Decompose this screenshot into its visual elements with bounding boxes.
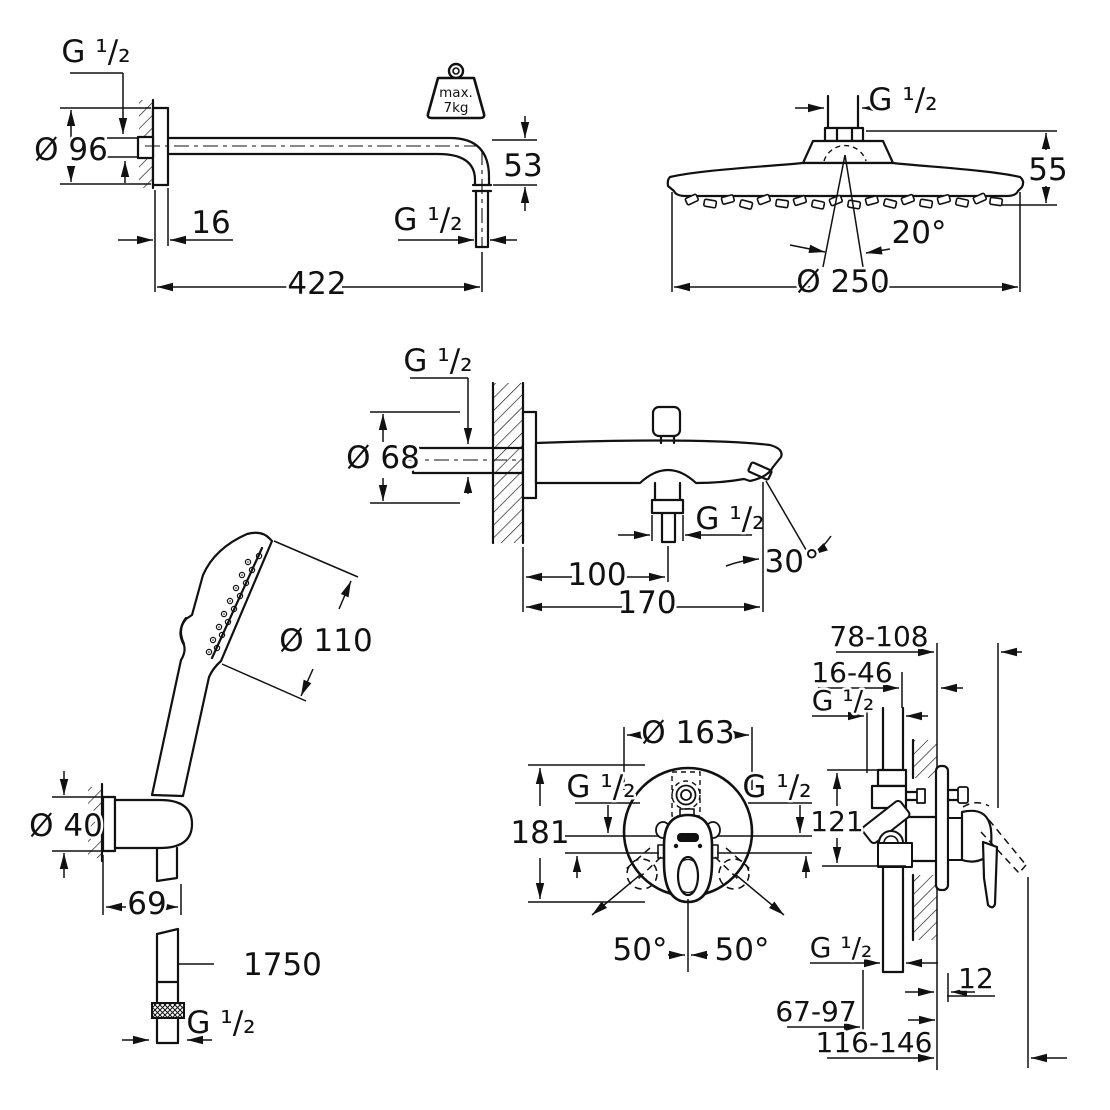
dim-inset-range: 16-46 bbox=[811, 656, 892, 689]
hose bbox=[155, 927, 180, 1005]
max-load-icon: max. 7kg bbox=[426, 62, 486, 120]
dim-spout-offset: 100 bbox=[567, 557, 626, 593]
dim-hose-length: 1750 bbox=[243, 947, 322, 983]
view-mixer-front: 50° 50° Ø 163 181 G ¹/₂ G ¹/₂ bbox=[508, 713, 814, 972]
wall-hatch bbox=[88, 787, 102, 858]
dim-head-dia: Ø 250 bbox=[796, 264, 889, 300]
dim-bottom-thread: G ¹/₂ bbox=[810, 931, 872, 964]
dim-holder-depth: 69 bbox=[127, 886, 166, 922]
shower-holder bbox=[113, 798, 194, 850]
dim-head-thread: G ¹/₂ bbox=[868, 82, 937, 118]
max-load-line2: 7kg bbox=[444, 100, 469, 116]
dim-spout-angle: 30° bbox=[765, 544, 820, 580]
view-bath-spout: G ¹/₂ Ø 68 G ¹/₂ 100 170 30° bbox=[344, 341, 832, 624]
arm-flange bbox=[151, 106, 170, 187]
dim-spout-outlet-thread: G ¹/₂ bbox=[695, 501, 764, 537]
spout-outlet-thread bbox=[660, 511, 677, 544]
holder-flange bbox=[101, 795, 117, 853]
lever-blade bbox=[981, 840, 999, 909]
dim-lower-range: 67-97 bbox=[775, 995, 856, 1028]
dim-drop: 53 bbox=[503, 148, 542, 184]
dim-arm-length: 422 bbox=[287, 266, 346, 302]
dim-wall-thread: G ¹/₂ bbox=[61, 34, 130, 70]
dim-depth-range: 78-108 bbox=[829, 620, 928, 653]
arm-thread-nipple bbox=[136, 135, 155, 160]
dim-body-height: 121 bbox=[810, 805, 863, 838]
dim-hand-shower-dia: Ø 110 bbox=[279, 623, 372, 659]
lever-hole bbox=[676, 855, 700, 897]
top-pipe bbox=[881, 706, 905, 772]
dim-outlet-thread: G ¹/₂ bbox=[393, 202, 462, 238]
bottom-pipe bbox=[881, 865, 905, 974]
check-valve bbox=[861, 799, 911, 845]
view-hand-shower: Ø 110 Ø 40 69 1750 G ¹/₂ bbox=[27, 531, 375, 1045]
dim-top-thread: G ¹/₂ bbox=[812, 684, 874, 717]
dim-plate-depth: 12 bbox=[958, 962, 994, 995]
trim-plate-side bbox=[934, 764, 950, 892]
dim-holder-dia: Ø 40 bbox=[29, 808, 103, 844]
dim-right-thread: G ¹/₂ bbox=[742, 769, 811, 805]
dim-head-height: 55 bbox=[1028, 152, 1067, 188]
view-mixer-side: 78-108 16-46 G ¹/₂ 121 G ¹/₂ 12 67-97 11… bbox=[773, 618, 1067, 1070]
dim-left-thread: G ¹/₂ bbox=[566, 769, 635, 805]
ball-joint-dashed bbox=[823, 144, 867, 162]
dim-spray-angle: 20° bbox=[892, 215, 947, 251]
head-shower-body bbox=[666, 161, 1025, 198]
spout-flange bbox=[521, 410, 538, 500]
dim-spout-dia: Ø 68 bbox=[346, 440, 420, 476]
dim-hose-thread: G ¹/₂ bbox=[186, 1005, 255, 1041]
wall-hatch bbox=[493, 383, 523, 543]
face-plate-line bbox=[210, 546, 264, 660]
aerator bbox=[747, 461, 773, 481]
dim-total-range: 116-146 bbox=[816, 1026, 933, 1059]
dim-spout-length: 170 bbox=[617, 585, 676, 621]
control-button bbox=[179, 616, 188, 646]
lever-slot bbox=[677, 833, 699, 842]
mixer-lever bbox=[662, 813, 714, 904]
diverter-knob bbox=[651, 405, 682, 438]
spout-body bbox=[534, 439, 783, 485]
holder-outlet bbox=[155, 846, 179, 883]
dim-mixer-height: 181 bbox=[510, 815, 569, 851]
dim-angle-left: 50° bbox=[613, 932, 668, 968]
lever-dashed-position bbox=[962, 802, 1027, 874]
dim-spout-wall-thread: G ¹/₂ bbox=[403, 343, 472, 379]
view-head-shower: G ¹/₂ 55 20° Ø 250 bbox=[666, 80, 1070, 303]
dim-angle-right: 50° bbox=[715, 932, 770, 968]
hose-nut bbox=[151, 1002, 185, 1019]
dim-plate-dia: Ø 163 bbox=[641, 715, 734, 751]
view-shower-arm: G ¹/₂ Ø 96 16 422 53 G ¹/₂ max. 7kg bbox=[32, 32, 546, 305]
hand-shower-body bbox=[150, 531, 274, 798]
max-load-line1: max. bbox=[439, 85, 473, 101]
dim-flange-depth: 16 bbox=[191, 205, 230, 241]
dim-flange-dia: Ø 96 bbox=[34, 132, 108, 168]
